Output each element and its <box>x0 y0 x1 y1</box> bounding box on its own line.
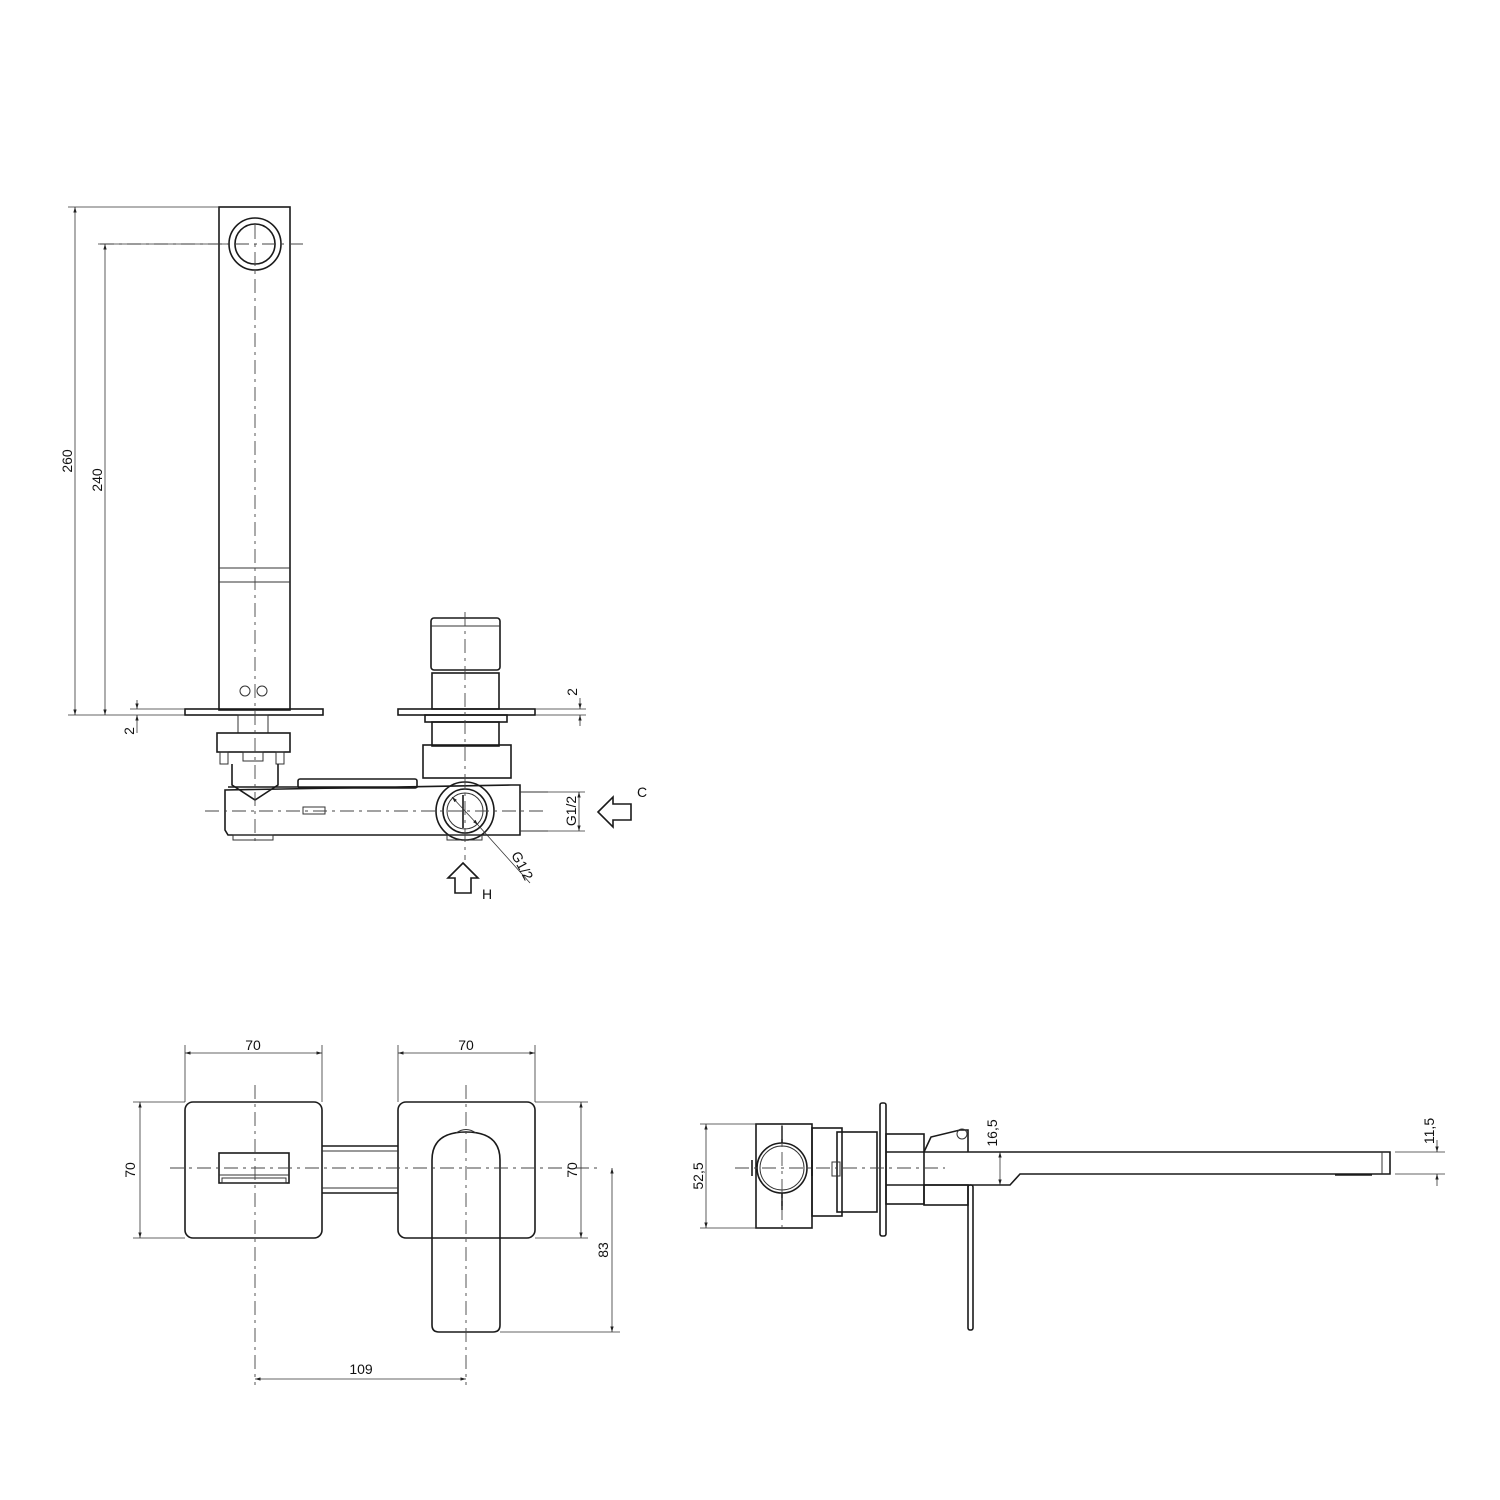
spout-body <box>184 206 324 801</box>
lever-side <box>967 1184 974 1331</box>
dim-overall-height: 260 <box>59 449 75 473</box>
cold-label: C <box>637 784 647 800</box>
dim-outlet-thickness: 11,5 <box>1421 1118 1437 1144</box>
installation-view: 260 240 2 2 G1/2 G1/2 C H <box>59 206 647 902</box>
side-dimensions: 52,5 16,5 11,5 <box>690 1118 1445 1229</box>
dim-outlet-height: 240 <box>89 468 105 492</box>
dim-mixer-plate-height: 70 <box>564 1162 580 1178</box>
dim-inlet-side: G1/2 <box>563 796 579 827</box>
lever-handle <box>431 1131 501 1333</box>
dim-mixer-plate-width: 70 <box>458 1037 474 1053</box>
spout-side <box>886 1151 1391 1186</box>
side-view: 52,5 16,5 11,5 <box>690 1102 1445 1331</box>
dim-spout-plate-width: 70 <box>245 1037 261 1053</box>
dimensions: 260 240 2 2 G1/2 G1/2 <box>59 206 586 884</box>
wall-plate-side <box>879 1102 887 1237</box>
cold-inlet-arrow: C <box>596 784 647 829</box>
mixer-plate <box>397 1101 536 1239</box>
centerlines <box>100 225 545 860</box>
dim-body-height: 52,5 <box>690 1162 706 1189</box>
front-view: 70 70 70 70 83 109 <box>122 1037 620 1385</box>
dim-spout-plate-height: 70 <box>122 1162 138 1178</box>
hot-inlet-arrow: H <box>446 861 492 902</box>
hot-label: H <box>482 886 492 902</box>
mixer-cartridge <box>397 617 536 779</box>
dim-center-distance: 109 <box>349 1361 373 1377</box>
spout-plate <box>184 1101 323 1239</box>
dim-spout-thickness: 16,5 <box>984 1119 1000 1146</box>
valve-body-side <box>755 1123 813 1229</box>
dim-lever-length: 83 <box>595 1242 611 1258</box>
front-dimensions: 70 70 70 70 83 109 <box>122 1037 620 1381</box>
dim-plate-left: 2 <box>121 727 137 735</box>
dim-inlet-bottom: G1/2 <box>508 848 536 882</box>
dim-plate-right: 2 <box>564 688 580 696</box>
